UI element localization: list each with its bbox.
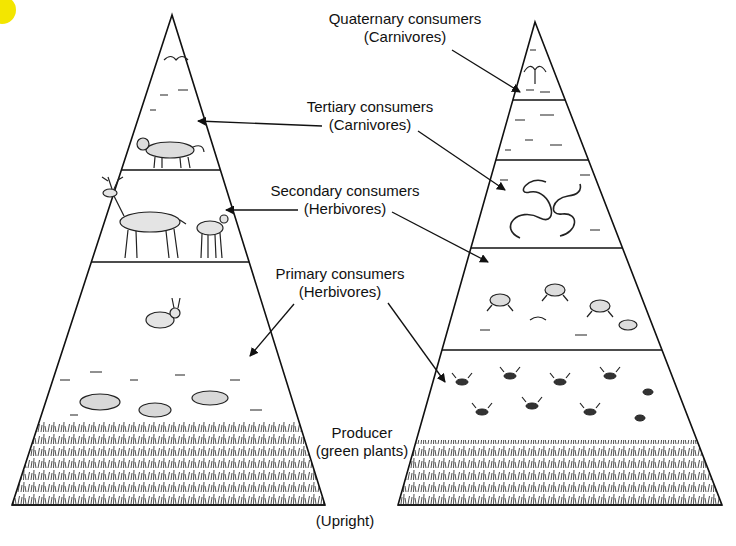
hatch bbox=[500, 175, 600, 230]
level-line bbox=[471, 247, 623, 248]
grazer bbox=[139, 403, 171, 417]
level-label: Producer (green plants) bbox=[312, 424, 412, 460]
level-line bbox=[513, 99, 565, 100]
hatch bbox=[150, 90, 188, 110]
snake bbox=[553, 184, 580, 236]
level-label: Quaternary consumers (Carnivores) bbox=[320, 10, 490, 46]
leader-arrow bbox=[250, 304, 294, 356]
caption: (Upright) bbox=[265, 512, 425, 530]
left-animals bbox=[60, 57, 262, 418]
level-line bbox=[12, 504, 325, 506]
frog-legs bbox=[480, 295, 613, 335]
right-pyramid bbox=[398, 22, 722, 505]
deer-head bbox=[103, 189, 117, 197]
pyramid-outline bbox=[398, 22, 722, 505]
left-pyramid bbox=[12, 15, 325, 505]
leader-arrow bbox=[198, 121, 322, 126]
hatch bbox=[60, 372, 262, 415]
highlight-mark bbox=[0, 0, 16, 24]
pyramid-outline bbox=[12, 15, 325, 505]
deer-legs bbox=[125, 220, 186, 258]
right-animals bbox=[452, 50, 653, 421]
grazer bbox=[192, 391, 228, 405]
level-line bbox=[496, 159, 589, 160]
carnivore bbox=[146, 142, 194, 158]
leader-arrow bbox=[418, 131, 505, 190]
leader-arrow bbox=[392, 212, 488, 262]
antlers bbox=[102, 177, 123, 189]
herbivore-legs bbox=[201, 233, 222, 258]
grazer bbox=[80, 394, 120, 410]
insects bbox=[456, 373, 653, 421]
rabbit-head bbox=[170, 308, 180, 318]
bird bbox=[164, 57, 188, 61]
deer bbox=[120, 212, 180, 232]
level-line bbox=[91, 261, 249, 262]
level-line bbox=[442, 349, 662, 350]
herbivore-head bbox=[220, 215, 228, 223]
eagle bbox=[524, 66, 546, 84]
carnivore-legs bbox=[154, 146, 204, 168]
level-line bbox=[121, 169, 220, 170]
leader-arrows bbox=[198, 50, 520, 382]
hatch bbox=[505, 115, 562, 150]
insect-legs bbox=[452, 367, 620, 408]
leader-arrow bbox=[226, 209, 298, 210]
leader-arrow bbox=[388, 303, 445, 382]
rabbit-ears bbox=[172, 298, 180, 308]
frog bbox=[545, 284, 565, 296]
grass bbox=[12, 420, 325, 505]
hatch bbox=[526, 50, 550, 92]
frog bbox=[590, 300, 610, 312]
snake bbox=[510, 180, 551, 238]
deer-neck bbox=[114, 196, 124, 216]
level-label: Tertiary consumers (Carnivores) bbox=[285, 98, 455, 134]
herbivore bbox=[197, 221, 223, 235]
frog bbox=[619, 320, 637, 330]
level-label: Primary consumers (Herbivores) bbox=[255, 265, 425, 301]
grass bbox=[398, 440, 722, 505]
level-label: Secondary consumers (Herbivores) bbox=[260, 182, 430, 218]
carnivore-head bbox=[137, 138, 149, 150]
frog bbox=[490, 294, 510, 306]
level-line bbox=[398, 504, 722, 506]
leader-arrow bbox=[452, 50, 520, 92]
